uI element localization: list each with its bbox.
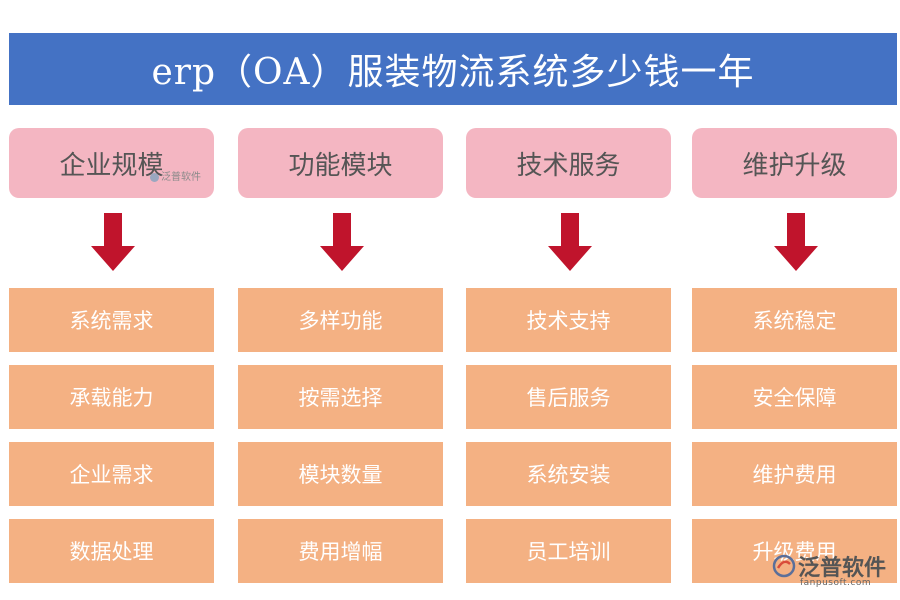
- list-item: 员工培训: [466, 519, 671, 583]
- list-item: 企业需求: [9, 442, 214, 506]
- list-item: 系统稳定: [692, 288, 897, 352]
- list-item: 安全保障: [692, 365, 897, 429]
- down-arrow-icon: [91, 213, 135, 271]
- list-item: 技术支持: [466, 288, 671, 352]
- watermark-small: 泛普软件: [150, 168, 201, 183]
- list-item: 系统需求: [9, 288, 214, 352]
- list-item: 升级费用: [692, 519, 897, 583]
- down-arrow-icon: [774, 213, 818, 271]
- watermark-brand: 泛普软件: [798, 556, 887, 581]
- list-item: 数据处理: [9, 519, 214, 583]
- list-item: 售后服务: [466, 365, 671, 429]
- down-arrow-icon: [320, 213, 364, 271]
- list-item: 按需选择: [238, 365, 443, 429]
- logo-icon: [150, 172, 159, 182]
- column-heading: 技术服务: [466, 128, 671, 198]
- list-item: 维护费用: [692, 442, 897, 506]
- column-heading: 维护升级: [692, 128, 897, 198]
- list-item: 模块数量: [238, 442, 443, 506]
- watermark-logo: 泛普软件 fanpusoft.com: [770, 548, 895, 594]
- list-item: 系统安装: [466, 442, 671, 506]
- list-item: 多样功能: [238, 288, 443, 352]
- watermark-url: fanpusoft.com: [800, 578, 872, 588]
- list-item: 承载能力: [9, 365, 214, 429]
- column-heading: 企业规模: [9, 128, 214, 198]
- brand-logo-icon: [772, 554, 796, 578]
- down-arrow-icon: [548, 213, 592, 271]
- watermark-brand: 泛普软件: [161, 172, 201, 183]
- list-item: 费用增幅: [238, 519, 443, 583]
- diagram-title: erp（OA）服装物流系统多少钱一年: [9, 33, 897, 105]
- column-heading: 功能模块: [238, 128, 443, 198]
